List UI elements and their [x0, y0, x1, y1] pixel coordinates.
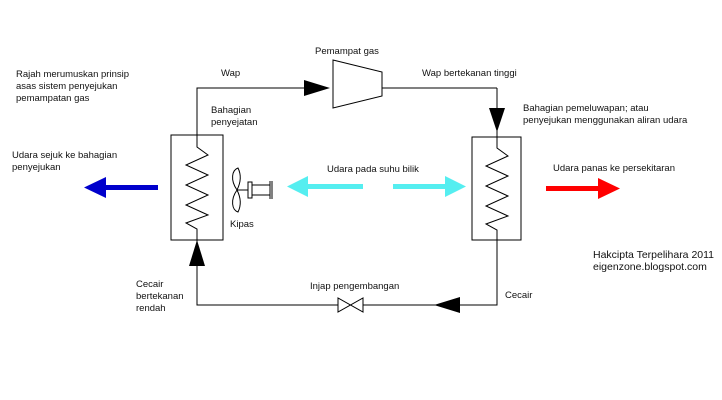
hot-air-label: Udara panas ke persekitaran — [553, 163, 675, 174]
fan-icon — [232, 167, 273, 213]
room-air-arrow-left — [287, 176, 363, 197]
low-pressure-liquid-label: Cecair bertekanan rendah — [136, 279, 184, 314]
flow-arrow-to-valve — [434, 297, 460, 313]
cool-air-label: Udara sejuk ke bahagian penyejukan — [12, 150, 118, 173]
evaporator-coil-icon — [184, 135, 210, 240]
compressor-label: Pemampat gas — [315, 46, 379, 57]
pipe-bottom-right — [363, 240, 498, 306]
hot-air-arrow — [546, 178, 620, 199]
evaporator-label: Bahagian penyejatan — [211, 105, 258, 128]
compressor-icon — [332, 59, 383, 109]
liquid-label: Cecair — [505, 290, 533, 301]
expansion-valve-icon — [337, 297, 364, 313]
copyright-text: Hakcipta Terpelihara 2011 eigenzone.blog… — [593, 249, 715, 273]
flow-arrow-to-compressor — [304, 80, 330, 96]
flow-arrow-to-condenser — [489, 108, 505, 132]
condenser-label: Bahagian pemeluwapan; atau penyejukan me… — [523, 103, 688, 126]
room-air-arrow-right — [393, 176, 466, 197]
pipe-top-left — [196, 87, 308, 135]
vapour-label: Wap — [221, 68, 241, 79]
room-air-label: Udara pada suhu bilik — [327, 164, 419, 175]
pipe-bottom-left — [196, 240, 338, 306]
flow-arrow-to-evaporator — [189, 240, 205, 266]
condenser-box — [471, 136, 522, 241]
fan-label: Kipas — [230, 219, 254, 230]
cool-air-arrow — [84, 177, 158, 198]
high-pressure-vapour-label: Wap bertekanan tinggi — [422, 68, 517, 79]
evaporator-box — [170, 134, 224, 241]
expansion-valve-label: Injap pengembangan — [310, 281, 400, 292]
description-text: Rajah merumuskan prinsip asas sistem pen… — [16, 69, 129, 104]
condenser-coil-icon — [484, 137, 510, 240]
